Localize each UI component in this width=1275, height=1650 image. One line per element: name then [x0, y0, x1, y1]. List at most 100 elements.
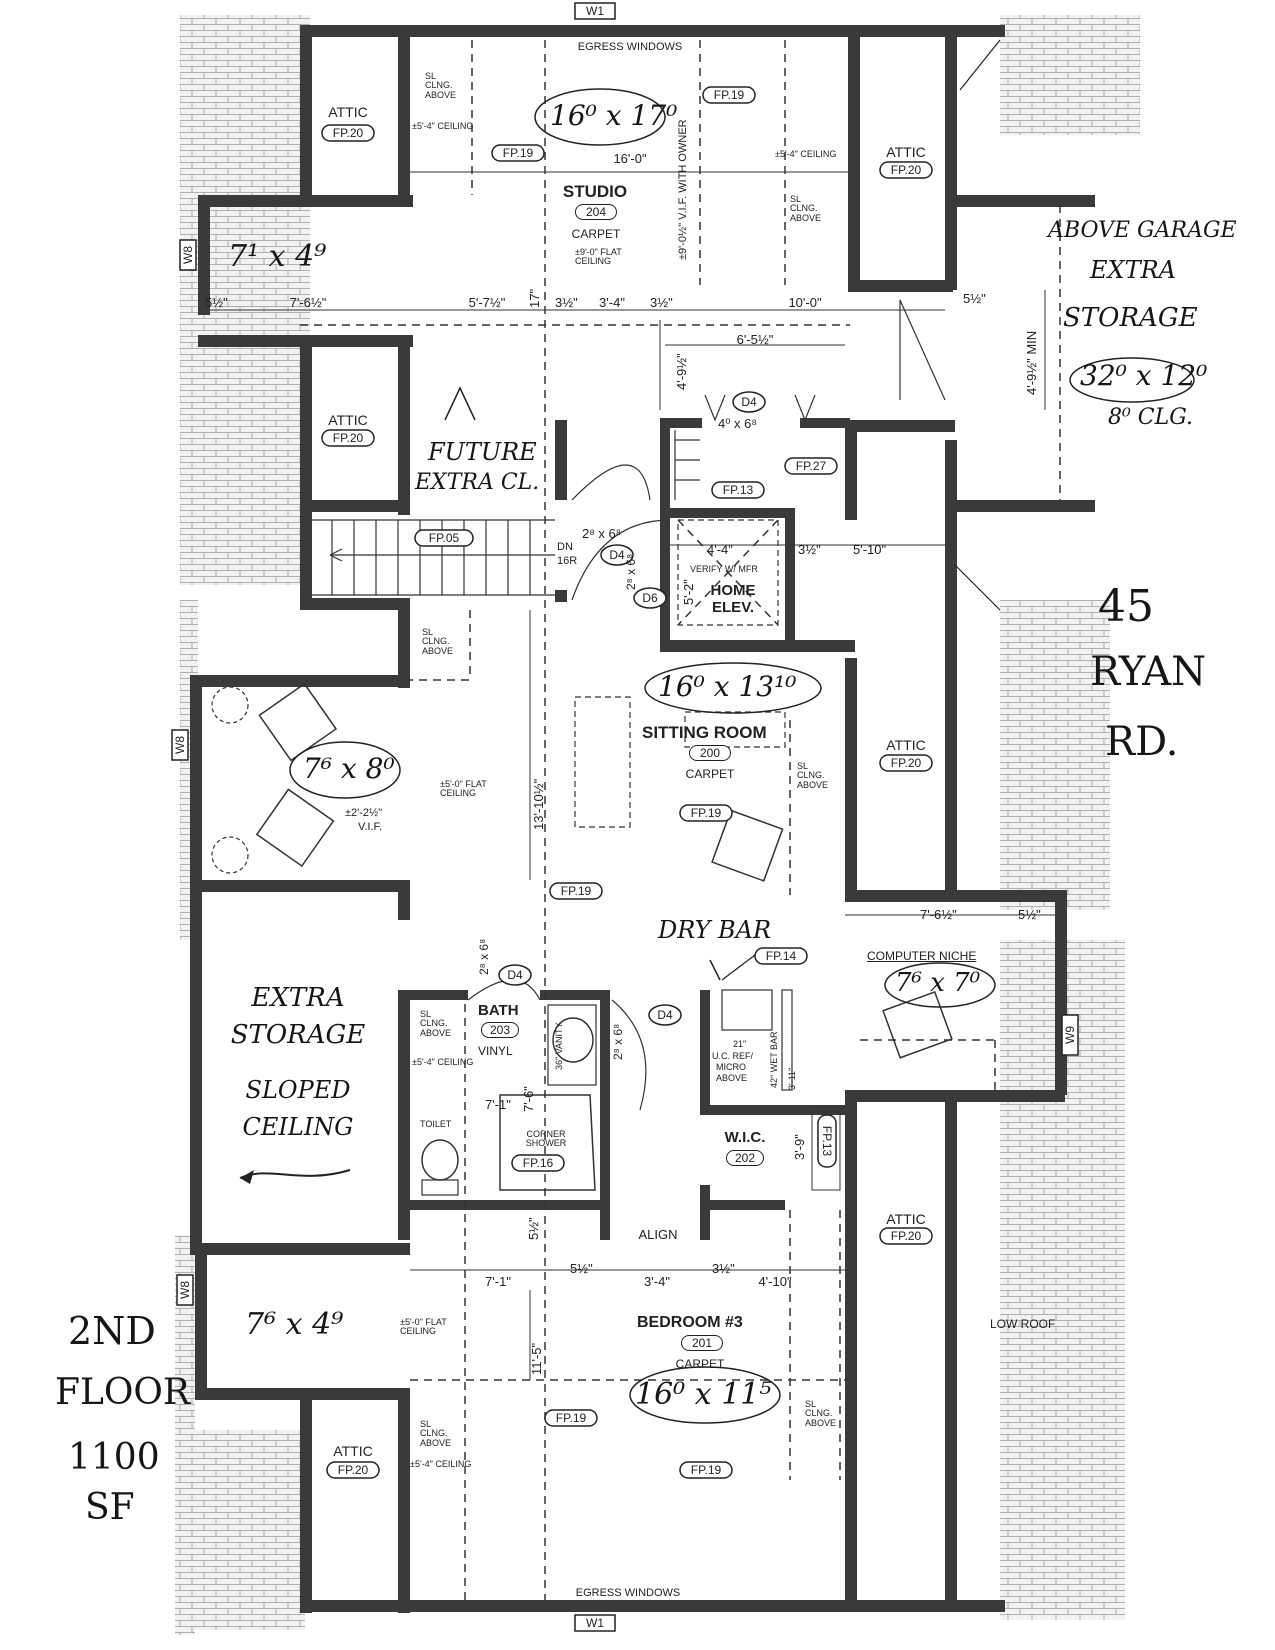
door-size: 2⁸ x 6⁸	[582, 526, 622, 541]
dim-5-half: 5½"	[1018, 907, 1041, 922]
attic-tag: FP.20	[890, 163, 922, 177]
fp19-tag: FP.19	[555, 1411, 587, 1425]
flat-ceiling-note: ±5'-0" FLAT CEILING	[400, 1317, 447, 1336]
dim-7-1: 7'-1"	[485, 1274, 511, 1289]
stair-down-note: DN	[557, 541, 573, 553]
dim-17: 17"	[527, 288, 542, 308]
dim-4-4: 4'-4"	[707, 542, 733, 557]
ceiling-height-note: ±5'-4" CEILING	[410, 1459, 472, 1469]
door-size: 2⁸ x 6⁸	[611, 1023, 625, 1060]
attic-tag: FP.20	[337, 1463, 369, 1477]
extra-storage-handwritten: SLOPED	[245, 1076, 351, 1104]
elevator-name: ELEV.	[712, 599, 754, 616]
exterior-walls	[190, 25, 1095, 1613]
corner-shower-label: CORNER SHOWER	[525, 1129, 567, 1148]
sloped-ceiling-note: SL CLNG. ABOVE	[425, 71, 457, 100]
address-handwritten: RYAN	[1090, 649, 1207, 695]
computer-niche-name: COMPUTER NICHE	[867, 949, 977, 963]
studio-finish: CARPET	[571, 227, 621, 241]
stair-treads	[310, 430, 700, 596]
micro-note: MICRO	[716, 1062, 746, 1072]
sitting-room-finish: CARPET	[685, 767, 735, 781]
extra-storage-handwritten: EXTRA	[251, 983, 345, 1013]
bath-room-name: BATH	[478, 1002, 519, 1019]
attic-label: ATTIC	[886, 1211, 926, 1227]
elevator-name: HOME	[710, 582, 756, 599]
interior-walls	[398, 418, 855, 1240]
bath-room-number: 203	[480, 1022, 520, 1038]
attic-tag: FP.20	[332, 126, 364, 140]
tag-ovals	[171, 2, 1079, 1632]
shower-tag: FP.16	[522, 1156, 554, 1170]
dim-4-10: 4'-10"	[758, 1274, 792, 1289]
attic-label: ATTIC	[886, 737, 926, 753]
stair-risers-note: 16R	[557, 555, 578, 567]
above-garage-handwritten: ABOVE GARAGE	[1048, 218, 1237, 243]
fp05-tag: FP.05	[428, 531, 460, 545]
dim-13-10h: 13'-10½"	[531, 778, 546, 830]
flat-ceiling-note: ±5'-0" FLAT CEILING	[440, 779, 487, 798]
dim-5-7h: 5'-7½"	[468, 295, 506, 310]
dim-3-4: 3'-4"	[644, 1274, 670, 1289]
bath-finish: VINYL	[478, 1044, 513, 1058]
bedroom-finish: CARPET	[675, 1357, 725, 1371]
studio-ceiling-note: ±9'-0" FLAT CEILING	[575, 247, 622, 266]
uc-ref-note: U.C. REF/	[712, 1051, 754, 1061]
dim-7-6: 7'-6"	[521, 1086, 536, 1112]
fp19-tag: FP.19	[690, 806, 722, 820]
attic-label: ATTIC	[333, 1443, 373, 1459]
attic-label: ATTIC	[328, 412, 368, 428]
hand-arrows	[239, 39, 1001, 1184]
door-tag: D4	[609, 548, 625, 562]
stair-width-dim: ±2'-2½"	[345, 807, 383, 819]
sloped-ceiling-note: SL CLNG. ABOVE	[790, 194, 822, 223]
dim-3-half: 3½"	[555, 295, 578, 310]
toilet-label: TOILET	[420, 1119, 452, 1129]
attic-tag: FP.20	[332, 431, 364, 445]
dim-4-9h: 4'-9½"	[674, 353, 689, 390]
dim-10-0: 10'-0"	[788, 295, 822, 310]
above-garage-handwritten: EXTRA	[1090, 256, 1177, 284]
bedroom-room-name: BEDROOM #3	[637, 1314, 743, 1331]
above-garage-clg-handwritten: 8⁰ CLG.	[1108, 405, 1194, 430]
floor-area-handwritten: SF	[85, 1487, 135, 1528]
attic-tag: FP.20	[890, 1229, 922, 1243]
sloped-ceiling-note: SL CLNG. ABOVE	[422, 627, 454, 656]
studio-size-handwritten: 16⁰ x 17⁰	[550, 99, 678, 132]
bedroom-size-handwritten: 16⁰ x 11⁵	[635, 1377, 772, 1412]
elevator-shaft	[677, 519, 779, 626]
closet2-size-handwritten: 7⁶ x 4⁹	[245, 1307, 344, 1342]
floor-area-handwritten: 1100	[68, 1437, 160, 1478]
address-handwritten: 45	[1098, 581, 1154, 632]
fp13-tag: FP.13	[820, 1125, 834, 1157]
address-handwritten: RD.	[1105, 719, 1179, 765]
ceiling-height-note: ±5'-4" CEILING	[412, 1057, 474, 1067]
dim-5-2: 5'-2"	[681, 579, 696, 605]
dim-3-9: 3'-9"	[792, 1134, 807, 1160]
furniture	[211, 682, 953, 1196]
door-size: 2⁸ x 6⁸	[624, 553, 638, 590]
window-tag: W8	[178, 1281, 192, 1299]
dim-5-half: 5½"	[963, 291, 986, 306]
fp14-tag: FP.14	[765, 949, 797, 963]
computer-size-handwritten: 7⁶ x 7⁰	[895, 968, 981, 998]
dim-3-half: 3½"	[798, 542, 821, 557]
door-size: 4⁰ x 6⁸	[718, 416, 757, 431]
low-roof-note: LOW ROOF	[990, 1317, 1056, 1331]
door-tag: D4	[507, 968, 523, 982]
dimension-lines	[210, 171, 1055, 1380]
egress-windows-note: EGRESS WINDOWS	[575, 1587, 681, 1599]
attic-label: ATTIC	[328, 104, 368, 120]
fp19-tag: FP.19	[502, 146, 534, 160]
attic-label: ATTIC	[886, 144, 926, 160]
ceiling-dashed-lines	[300, 40, 1061, 1600]
dry-bar-handwritten: DRY BAR	[658, 916, 772, 944]
vif-owner-note: ±9'-0½" V.I.F. WITH OWNER	[677, 119, 689, 260]
extra-storage-handwritten: CEILING	[242, 1113, 354, 1141]
above-garage-size-handwritten: 32⁰ x 12⁰	[1080, 359, 1208, 392]
wic-room-name: W.I.C.	[724, 1129, 766, 1146]
sloped-ceiling-note: SL CLNG. ABOVE	[420, 1419, 452, 1448]
future-closet-handwritten: EXTRA CL.	[415, 470, 540, 495]
ceiling-height-note: ±5'-4" CEILING	[775, 149, 837, 159]
